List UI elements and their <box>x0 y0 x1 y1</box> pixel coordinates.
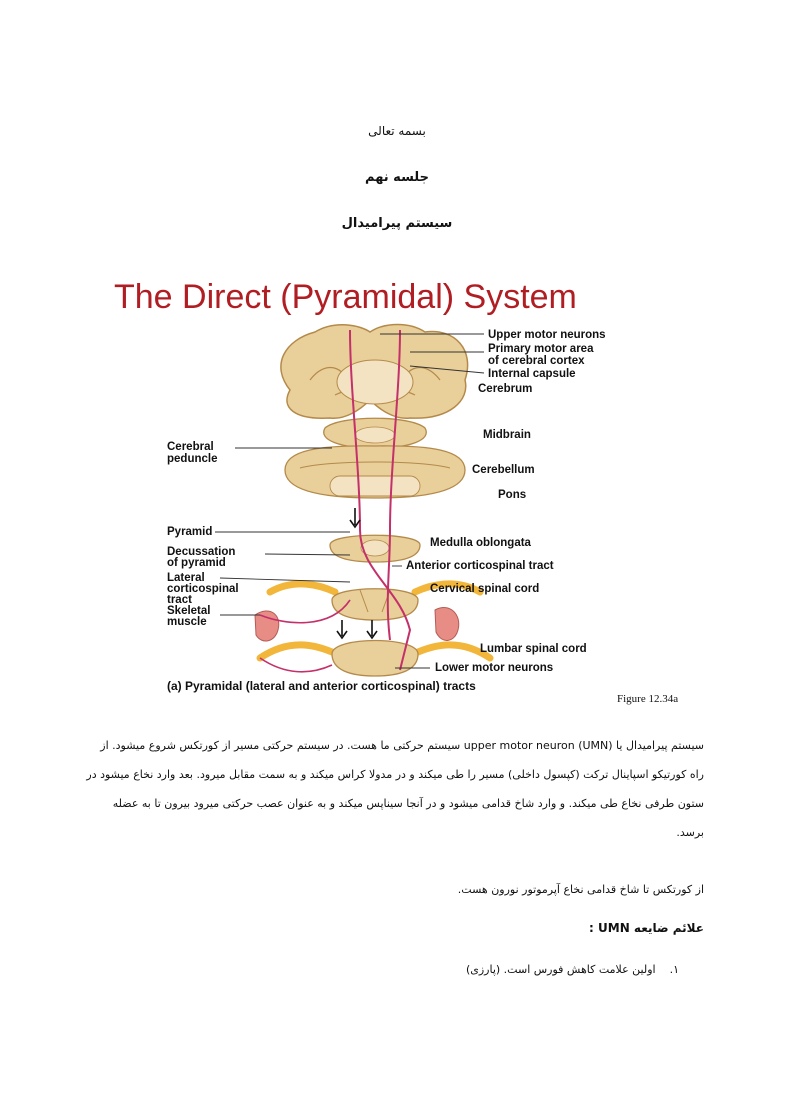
list-item: ۱. اولین علامت کاهش فورس است. (پارزی) <box>466 963 679 976</box>
down-arrow-icon <box>349 508 361 529</box>
list-item-text: اولین علامت کاهش فورس است. (پارزی) <box>465 963 656 976</box>
list-item-number: ۱. <box>669 963 679 976</box>
label-upper-motor-neurons: Upper motor neurons <box>488 329 606 341</box>
label-pons: Pons <box>498 489 526 501</box>
cerebrum-illustration <box>280 323 469 419</box>
basmala-heading: بسمه تعالی <box>368 124 426 138</box>
midbrain-illustration <box>323 417 427 449</box>
down-arrow-icon <box>336 620 348 640</box>
label-cerebellum: Cerebellum <box>472 464 535 476</box>
cervical-cord-illustration <box>266 580 484 621</box>
paragraph-umn-definition: از کورتکس تا شاخ قدامی نخاع آپرموتور نور… <box>457 883 704 896</box>
label-lateral: Lateral <box>167 572 205 584</box>
medulla-illustration <box>329 534 421 563</box>
label-lower-motor-neurons: Lower motor neurons <box>435 662 553 674</box>
label-anterior-tract: Anterior corticospinal tract <box>406 560 554 572</box>
left-skeletal-muscle-icon <box>254 610 280 642</box>
label-midbrain: Midbrain <box>483 429 531 441</box>
right-skeletal-muscle-icon <box>434 607 460 641</box>
label-cervical: Cervical spinal cord <box>430 583 539 595</box>
label-muscle: muscle <box>167 616 207 628</box>
paragraph-pyramidal-description: سیستم پیرامیدال یا upper motor neuron (U… <box>86 739 704 839</box>
figure-number: Figure 12.34a <box>617 693 678 705</box>
label-decussation: Decussation <box>167 546 235 558</box>
down-arrow-icon <box>366 620 378 640</box>
lumbar-cord-illustration <box>256 639 494 677</box>
figure-title: The Direct (Pyramidal) System <box>114 278 577 316</box>
label-skeletal: Skeletal <box>167 605 210 617</box>
label-lumbar: Lumbar spinal cord <box>480 643 587 655</box>
label-medulla: Medulla oblongata <box>430 537 532 549</box>
pyramidal-system-figure: The Direct (Pyramidal) System <box>110 270 700 710</box>
label-internal-capsule: Internal capsule <box>488 368 576 380</box>
label-primary-motor-area-2: of cerebral cortex <box>488 355 585 367</box>
label-peduncle: peduncle <box>167 453 217 465</box>
label-tract: tract <box>167 594 192 606</box>
session-title: جلسه نهم <box>365 170 429 185</box>
label-of-pyramid: of pyramid <box>167 557 226 569</box>
pons-illustration <box>284 445 466 499</box>
label-corticospinal: corticospinal <box>167 583 239 595</box>
label-pyramid: Pyramid <box>167 526 212 538</box>
label-cerebrum: Cerebrum <box>478 383 532 395</box>
umn-lesion-signs-heading: علائم ضایعه UMN : <box>589 921 704 935</box>
label-primary-motor-area: Primary motor area <box>488 343 594 355</box>
topic-title: سیستم پیرامیدال <box>341 216 453 231</box>
figure-caption: (a) Pyramidal (lateral and anterior cort… <box>167 679 476 693</box>
label-cerebral: Cerebral <box>167 441 214 453</box>
